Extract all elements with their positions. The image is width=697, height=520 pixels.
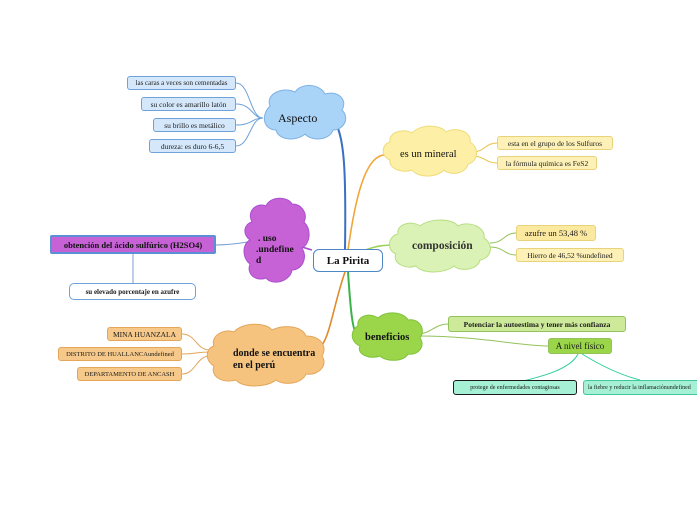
uso-label-line: .undefine (256, 245, 294, 255)
composicion-label: composición (412, 240, 473, 252)
aspecto-leaf[interactable]: su brillo es metálico (153, 118, 236, 132)
uso-leaf[interactable]: obtención del ácido sulfúrico (H2SO4) (50, 235, 216, 254)
central-topic[interactable]: La Pirita (313, 249, 383, 272)
connector-beneficios-leaf (417, 335, 549, 347)
composicion-cloud[interactable] (389, 219, 491, 273)
beneficios-leaf[interactable]: A nivel físico (548, 338, 612, 354)
mineral-leaf[interactable]: la fórmula química es FeS2 (497, 156, 597, 170)
connector-beneficios (347, 271, 359, 336)
ubicacion-label: donde se encuentra en el perú (233, 348, 315, 372)
ubicacion-leaf-label: DEPARTAMENTO DE ANCASH (84, 370, 175, 378)
aspecto-leaf-label: su brillo es metálico (164, 120, 225, 130)
beneficios-leaf-label: Potenciar la autoestima y tener más conf… (463, 319, 611, 329)
uso-cloud[interactable] (243, 197, 310, 283)
uso-label-line: . uso (258, 234, 277, 244)
aspecto-cloud[interactable] (263, 85, 347, 140)
composicion-leaf[interactable]: Hierro de 46,52 %undefined (516, 248, 624, 262)
uso-subleaf-label: su elevado porcentaje en azufre (85, 287, 180, 296)
beneficios-leaf[interactable]: Potenciar la autoestima y tener más conf… (448, 316, 626, 332)
connector-ubicacion (321, 271, 346, 346)
connector-aspecto-leaf (235, 117, 264, 147)
beneficios-leaf-label: A nivel físico (555, 341, 605, 351)
fisico-leaf-label: la fiebre y reducir la inflamaciónundefi… (588, 384, 691, 391)
ubicacion-leaf-label: DISTRITO DE HUALLANCAundefined (66, 350, 174, 358)
connector-ubicacion-leaf (181, 355, 211, 375)
ubicacion-label-line: donde se encuentra (233, 348, 316, 359)
ubicacion-leaf[interactable]: MINA HUANZALA (107, 327, 182, 341)
mineral-label: es un mineral (400, 149, 457, 160)
mineral-leaf[interactable]: esta en el grupo de los Sulfuros (497, 136, 613, 150)
uso-label: . uso .undefine d (256, 234, 294, 267)
connector-uso-leaf (214, 241, 249, 246)
fisico-leaf-label: protege de enfermedades contagiosas (470, 384, 560, 391)
aspecto-label: Aspecto (278, 111, 318, 125)
connector-aspecto-leaf (235, 82, 264, 119)
connector-fisico-leaf (514, 353, 579, 384)
ubicacion-leaf[interactable]: DEPARTAMENTO DE ANCASH (77, 367, 182, 381)
connector-mineral (347, 154, 386, 251)
fisico-leaf[interactable]: la fiebre y reducir la inflamaciónundefi… (583, 380, 697, 395)
mineral-leaf-label: la fórmula química es FeS2 (505, 158, 589, 168)
connector-aspecto-leaf (235, 103, 264, 119)
connector-ubicacion-leaf (181, 351, 211, 355)
uso-subleaf[interactable]: su elevado porcentaje en azufre (69, 283, 196, 300)
connector-fisico-leaf (581, 353, 641, 381)
fisico-leaf[interactable]: protege de enfermedades contagiosas (453, 380, 577, 395)
mineral-leaf-label: esta en el grupo de los Sulfuros (507, 138, 603, 148)
uso-label-line: d (256, 256, 262, 266)
aspecto-leaf[interactable]: su color es amarillo latón (141, 97, 236, 111)
composicion-leaf[interactable]: azufre un 53,48 % (516, 225, 596, 241)
aspecto-leaf[interactable]: dureza: es duro 6-6,5 (149, 139, 236, 153)
beneficios-cloud[interactable] (351, 312, 423, 361)
connector-aspecto (327, 117, 347, 251)
central-topic-label: La Pirita (326, 254, 370, 267)
aspecto-leaf-label: dureza: es duro 6-6,5 (160, 141, 225, 151)
aspecto-leaf-label: su color es amarillo latón (150, 99, 227, 109)
ubicacion-cloud[interactable] (206, 323, 325, 387)
uso-leaf-label: obtención del ácido sulfúrico (H2SO4) (63, 239, 203, 250)
composicion-leaf-label: azufre un 53,48 % (524, 228, 588, 238)
aspecto-leaf-label: las caras a veces son cementadas (135, 79, 228, 87)
mineral-cloud[interactable] (382, 125, 477, 177)
beneficios-label: beneficios (365, 332, 410, 343)
composicion-leaf-label: Hierro de 46,52 %undefined (527, 250, 613, 260)
connector-composicion-leaf (489, 232, 517, 244)
connector-ubicacion-leaf (181, 333, 211, 351)
ubicacion-leaf-label: MINA HUANZALA (112, 329, 177, 339)
ubicacion-leaf[interactable]: DISTRITO DE HUALLANCAundefined (58, 347, 182, 361)
ubicacion-label-line: en el perú (233, 360, 276, 371)
connector-composicion-leaf (489, 246, 517, 256)
aspecto-leaf[interactable]: las caras a veces son cementadas (127, 76, 236, 90)
